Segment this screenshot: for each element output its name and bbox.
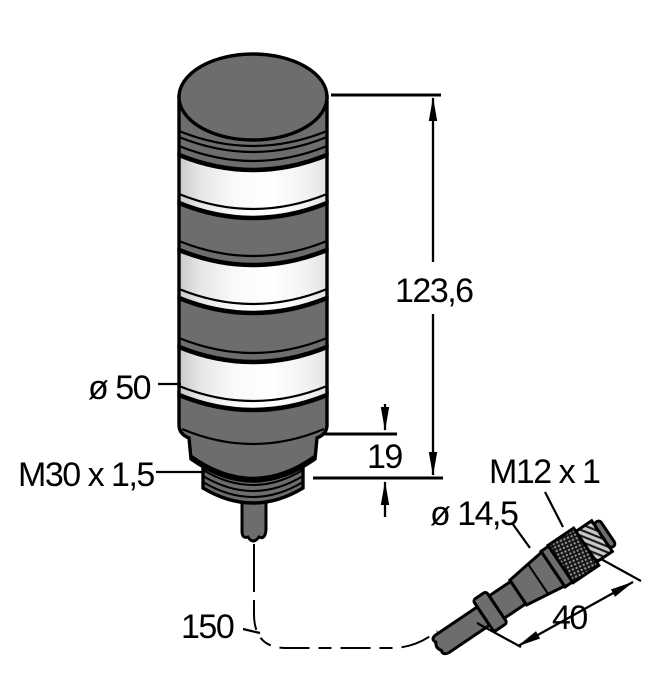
tower-light — [177, 52, 329, 543]
tower-base — [177, 390, 329, 483]
leader-cable-length — [242, 627, 261, 635]
label-connector-diameter: ø 14,5 — [430, 495, 518, 533]
cable-route — [253, 544, 438, 649]
cable-centerline-dashed — [253, 600, 438, 649]
leader-connector-thread — [544, 491, 564, 528]
tower-top-face — [177, 52, 329, 142]
connector-tip — [593, 519, 617, 549]
dimension-labels: 123,6 ø 50 M30 x 1,5 19 150 M12 x 1 ø 14… — [18, 272, 602, 646]
label-connector-thread: M12 x 1 — [489, 453, 600, 491]
dimension-lines — [156, 93, 642, 648]
label-tower-diameter: ø 50 — [88, 369, 151, 407]
connector-cable — [431, 604, 492, 656]
label-mounting-thread: M30 x 1,5 — [18, 456, 154, 494]
cap-rim-lines — [178, 129, 328, 154]
label-thread-section-height: 19 — [367, 438, 402, 476]
label-connector-length: 40 — [552, 599, 587, 637]
ext-line-40-tip — [600, 558, 642, 582]
dim-40 — [517, 580, 634, 648]
label-cable-length: 150 — [181, 608, 234, 646]
label-overall-height: 123,6 — [395, 272, 473, 310]
leader-connector-diameter — [511, 522, 531, 549]
ext-line-40-rear — [476, 622, 522, 648]
module-separation-rings — [178, 144, 328, 413]
